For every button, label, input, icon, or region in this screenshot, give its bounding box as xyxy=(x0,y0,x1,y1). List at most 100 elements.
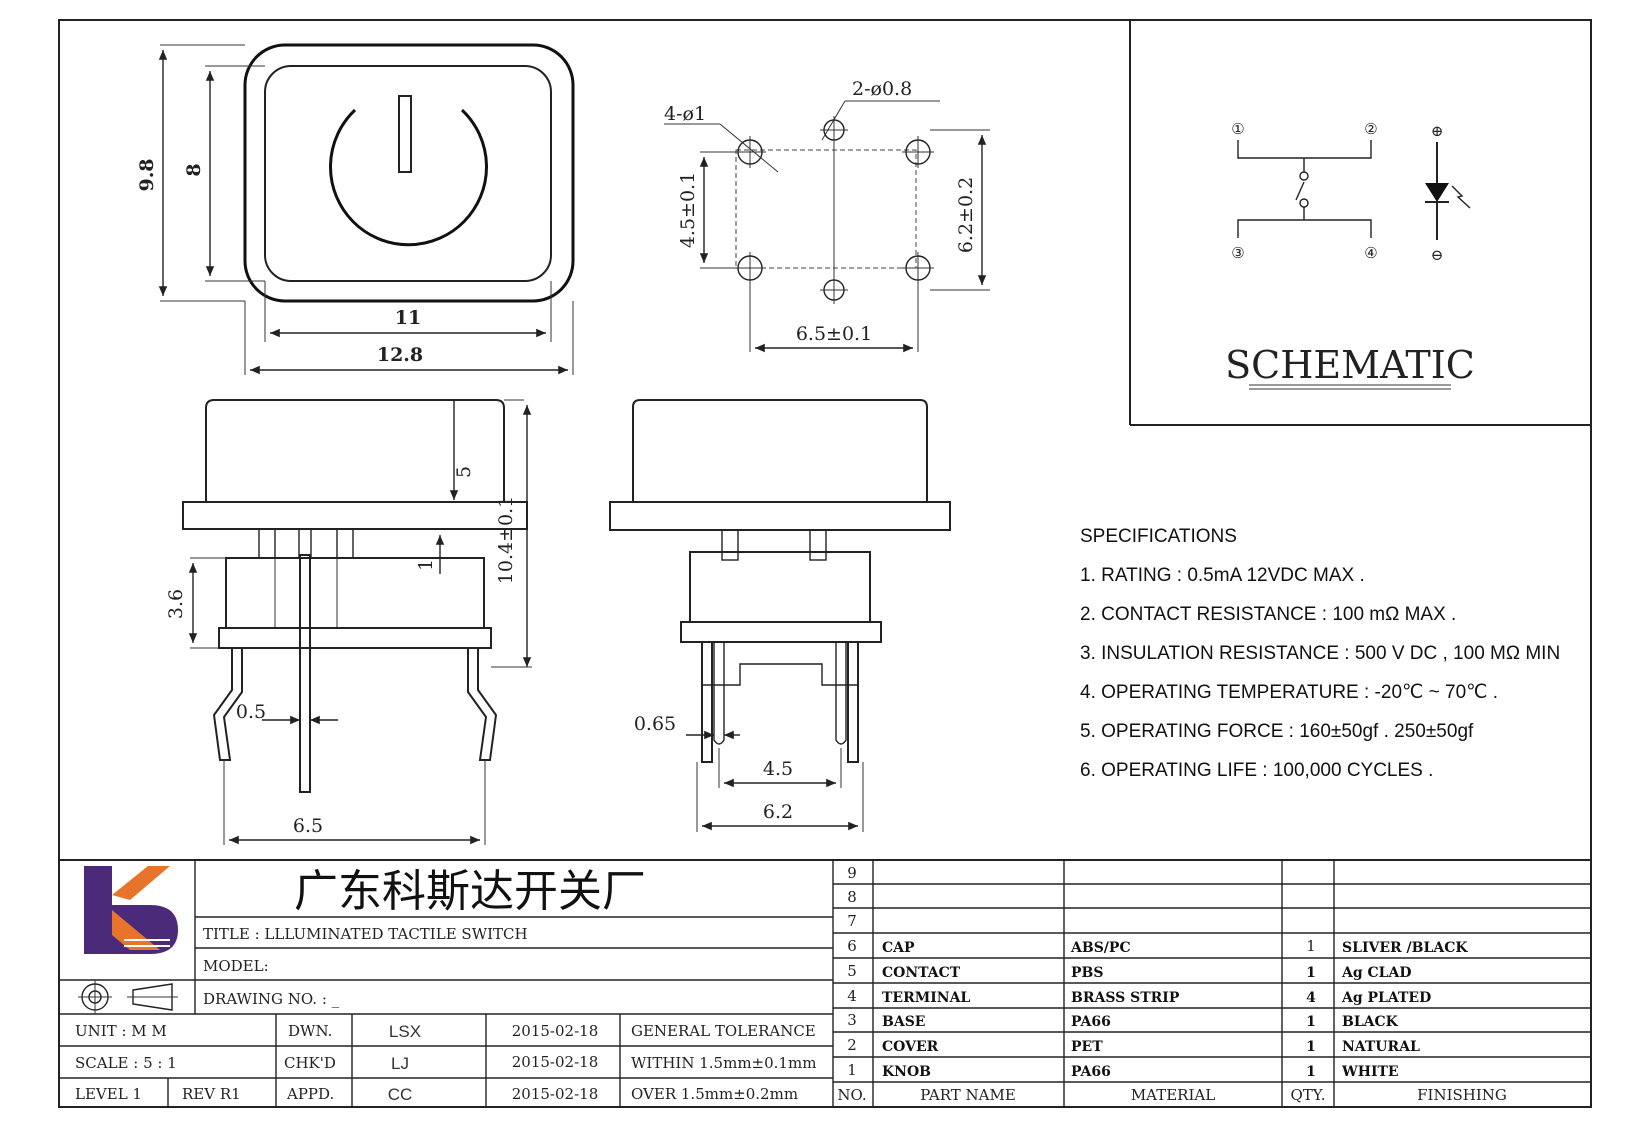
bom-no: 4 xyxy=(847,987,857,1005)
projection-symbol-icon xyxy=(78,980,178,1014)
top-view: 9.8 8 11 12.8 xyxy=(136,43,575,375)
pin-minus-label: ⊖ xyxy=(1431,246,1444,264)
model-label: MODEL: xyxy=(203,957,269,975)
bom-finishing: Ag CLAD xyxy=(1341,965,1412,981)
bom-material: BRASS STRIP xyxy=(1071,990,1180,1006)
bom-finishing: Ag PLATED xyxy=(1341,990,1431,1006)
dwn-label: DWN. xyxy=(288,1022,332,1040)
bom-no: 2 xyxy=(847,1036,857,1054)
drawing-border xyxy=(58,19,1592,1108)
bom-material: PET xyxy=(1071,1039,1103,1055)
bom-row: 7 xyxy=(847,912,857,930)
bom-row: 9 xyxy=(847,864,857,882)
dim-width-inner: 11 xyxy=(395,307,421,329)
drawing-number: DRAWING NO. : _ xyxy=(203,990,340,1008)
tolerance-over: OVER 1.5mm±0.2mm xyxy=(631,1085,798,1103)
dim-height-inner: 8 xyxy=(183,163,205,176)
bom-qty: 1 xyxy=(1306,1039,1316,1055)
bom-part: COVER xyxy=(882,1039,939,1055)
drawing-title: TITLE : LLLUMINATED TACTILE SWITCH xyxy=(203,925,528,943)
rev-label: REV R1 xyxy=(182,1085,241,1103)
front-dim-pin: 0.65 xyxy=(634,713,676,735)
bom-no: 8 xyxy=(847,888,857,906)
dim-horizontal: 6.5±0.1 xyxy=(796,323,872,345)
bom-qty: 1 xyxy=(1306,937,1316,955)
bom-part: TERMINAL xyxy=(882,990,970,1006)
bom-no: 6 xyxy=(847,937,857,955)
bom-qty: 1 xyxy=(1306,1014,1316,1030)
dim-cap: 5 xyxy=(453,466,475,478)
bom-part: KNOB xyxy=(882,1064,931,1080)
bom-no: 7 xyxy=(847,912,857,930)
bom-qty: 4 xyxy=(1306,990,1316,1006)
holes-small-label: 2-ø0.8 xyxy=(852,78,912,100)
bom-header-no: NO. xyxy=(837,1086,866,1104)
chkd-label: CHK'D xyxy=(284,1054,336,1072)
bom-finishing: SLIVER /BLACK xyxy=(1342,940,1468,956)
bom-row: 2 COVER PET 1 NATURAL xyxy=(847,1036,1420,1055)
spec-item: 3. INSULATION RESISTANCE : 500 V DC , 10… xyxy=(1080,643,1560,664)
bom-table: 9 8 7 6 CAP ABS/PC 1 SLIVER /BLACK 5 CON… xyxy=(833,860,1591,1107)
bom-part: CAP xyxy=(882,940,915,956)
bom-row: 1 KNOB PA66 1 WHITE xyxy=(847,1061,1398,1080)
unit-label: UNIT : M M xyxy=(75,1022,167,1040)
appd-label: APPD. xyxy=(286,1085,334,1103)
dim-height-outer: 9.8 xyxy=(136,158,158,191)
specifications: SPECIFICATIONS 1. RATING : 0.5mA 12VDC M… xyxy=(1080,526,1560,781)
bom-row: 5 CONTACT PBS 1 Ag CLAD xyxy=(847,962,1411,981)
spec-item: 5. OPERATING FORCE : 160±50gf . 250±50gf xyxy=(1080,721,1474,742)
dwn-name: LSX xyxy=(389,1022,421,1041)
dim-width-outer: 12.8 xyxy=(377,344,423,366)
chkd-name: LJ xyxy=(391,1054,409,1073)
bom-header-part: PART NAME xyxy=(920,1086,1016,1104)
bom-qty: 1 xyxy=(1306,1064,1316,1080)
bom-material: ABS/PC xyxy=(1070,940,1131,956)
bom-part: BASE xyxy=(882,1014,925,1030)
pin-plus-label: ⊕ xyxy=(1431,122,1444,140)
dim-vertical-left: 4.5±0.1 xyxy=(677,172,699,248)
chkd-date: 2015-02-18 xyxy=(512,1053,598,1071)
bom-header-finishing: FINISHING xyxy=(1417,1086,1507,1104)
schematic-title: SCHEMATIC xyxy=(1225,343,1475,387)
spec-item: 1. RATING : 0.5mA 12VDC MAX . xyxy=(1080,565,1365,586)
spec-item: 2. CONTACT RESISTANCE : 100 mΩ MAX . xyxy=(1080,604,1456,625)
level-label: LEVEL 1 xyxy=(75,1085,142,1103)
bom-finishing: NATURAL xyxy=(1342,1039,1420,1055)
schematic-panel: ① ② ③ ④ ⊕ ⊖ SCHEMATIC xyxy=(1129,20,1591,426)
dim-total: 10.4±0.1 xyxy=(495,496,517,584)
dim-pitch: 6.5 xyxy=(293,815,323,837)
tolerance-within: WITHIN 1.5mm±0.1mm xyxy=(631,1054,816,1072)
spec-heading: SPECIFICATIONS xyxy=(1080,526,1237,547)
bom-row: 8 xyxy=(847,888,857,906)
bom-row: 4 TERMINAL BRASS STRIP 4 Ag PLATED xyxy=(847,987,1431,1006)
scale-label: SCALE : 5 : 1 xyxy=(75,1054,177,1072)
dim-pin: 0.5 xyxy=(236,701,266,723)
bom-no: 3 xyxy=(847,1011,857,1029)
footprint-view: 4-ø1 2-ø0.8 4.5±0.1 6.2±0.2 6.5±0.1 xyxy=(664,78,990,353)
company-logo xyxy=(84,866,178,954)
holes-large-label: 4-ø1 xyxy=(664,103,706,125)
pin-1-label: ① xyxy=(1231,120,1244,138)
bom-no: 5 xyxy=(847,962,857,980)
side-view: 5 10.4±0.1 1 3.6 0.5 6.5 xyxy=(165,399,532,845)
bom-finishing: WHITE xyxy=(1341,1064,1399,1080)
front-dim-outer: 6.2 xyxy=(763,801,793,823)
dwn-date: 2015-02-18 xyxy=(512,1022,598,1040)
bom-finishing: BLACK xyxy=(1342,1014,1399,1030)
bom-qty: 1 xyxy=(1306,965,1316,981)
dim-body: 3.6 xyxy=(165,589,187,619)
bom-material: PA66 xyxy=(1071,1014,1111,1030)
dim-flange: 1 xyxy=(415,559,437,571)
bom-no: 9 xyxy=(847,864,857,882)
title-block: 广东科斯达开关厂 TITLE : LLLUMINATED TACTILE SWI… xyxy=(59,859,1591,1107)
bom-part: CONTACT xyxy=(882,965,961,981)
dim-vertical-right: 6.2±0.2 xyxy=(955,177,977,253)
spec-item: 6. OPERATING LIFE : 100,000 CYCLES . xyxy=(1080,760,1433,781)
bom-material: PA66 xyxy=(1071,1064,1111,1080)
bom-row: 3 BASE PA66 1 BLACK xyxy=(847,1011,1398,1030)
tolerance-heading: GENERAL TOLERANCE xyxy=(631,1022,816,1040)
bom-header-row: NO. PART NAME MATERIAL QTY. FINISHING xyxy=(837,1086,1507,1104)
bom-material: PBS xyxy=(1071,965,1103,981)
pin-2-label: ② xyxy=(1364,120,1377,138)
